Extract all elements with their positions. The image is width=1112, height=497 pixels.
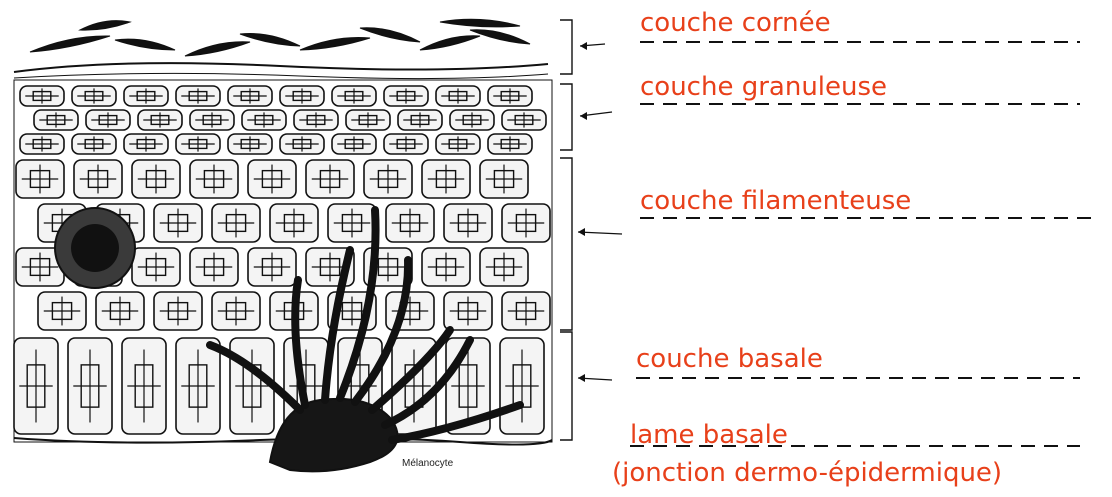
label-couche-basale: couche basale [636,344,823,374]
label-couche-cornee: couche cornée [640,8,831,38]
leader-arrowhead [580,42,587,50]
leader-arrowhead [578,374,585,382]
label-jonction-dermo-epidermique: (jonction dermo-épidermique) [612,458,1002,488]
melanocyte-caption: Mélanocyte [402,458,453,469]
label-leader-lines [578,42,1100,446]
corneocyte-scale [115,39,175,50]
layer-bracket [560,158,572,330]
layer-bracket [560,332,572,440]
corneocyte-scale [185,42,250,56]
leader-arrowhead [580,112,587,120]
corneocyte-scale [240,34,300,47]
corneocyte-scale [420,36,480,50]
layer-bracket [560,84,572,150]
label-couche-granuleuse: couche granuleuse [640,72,887,102]
corneocyte-scale [360,28,420,42]
corneum-lower-edge-2 [14,73,548,78]
label-couche-filamenteuse: couche filamenteuse [640,186,911,216]
pigment-cluster-core [71,224,119,272]
corneocyte-scale [300,38,370,51]
leader-arrowhead [578,228,585,236]
corneocyte-scale [80,21,130,30]
corneocyte-scale [440,19,520,27]
corneocyte-scale [30,36,110,52]
corneum-lower-edge [14,63,548,72]
layer-bracket [560,20,572,74]
stratum-corneum-drawing [14,19,548,78]
label-lame-basale: lame basale [630,420,788,450]
layer-brackets [560,20,572,440]
